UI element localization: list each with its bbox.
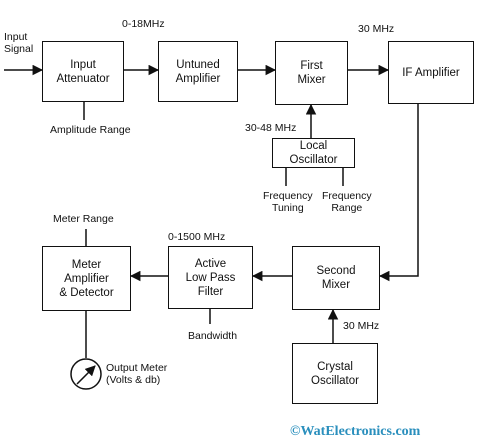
frequency-tuning-label: Frequency Tuning	[263, 190, 313, 214]
low-pass-filter-block: Active Low Pass Filter	[168, 246, 253, 309]
if-amplifier-label: IF Amplifier	[402, 66, 460, 79]
first-mixer-block: First Mixer	[275, 41, 348, 105]
output-meter-needle	[76, 365, 96, 385]
freq-30-48-label: 30-48 MHz	[245, 122, 297, 134]
local-oscillator-block: Local Oscillator	[272, 138, 355, 168]
freq-30-label: 30 MHz	[358, 23, 395, 35]
second-mixer-label: Second Mixer	[316, 265, 356, 291]
input-attenuator-label: Input Attenuator	[56, 58, 110, 85]
crystal-oscillator-label: Crystal Oscillator	[311, 360, 359, 387]
untuned-amplifier-label: Untuned Amplifier	[175, 58, 221, 85]
freq-0-18-label: 0-18MHz	[122, 18, 165, 30]
untuned-amplifier-block: Untuned Amplifier	[158, 41, 238, 102]
second-mixer-block: Second Mixer	[292, 246, 380, 310]
if-amplifier-block: IF Amplifier	[388, 41, 474, 104]
low-pass-filter-label: Active Low Pass Filter	[185, 257, 236, 298]
crystal-oscillator-block: Crystal Oscillator	[292, 343, 378, 404]
local-oscillator-label: Local Oscillator	[289, 140, 338, 166]
input-attenuator-block: Input Attenuator	[42, 41, 124, 102]
meter-amplifier-label: Meter Amplifier & Detector	[59, 258, 114, 299]
amplitude-range-label: Amplitude Range	[50, 124, 131, 136]
bandwidth-label: Bandwidth	[188, 330, 238, 342]
output-meter-icon	[70, 358, 102, 390]
first-mixer-label: First Mixer	[297, 60, 326, 86]
watermark: ©WatElectronics.com	[290, 424, 421, 439]
input-signal-label: Input Signal	[4, 31, 34, 55]
freq-30-crystal-label: 30 MHz	[343, 320, 380, 332]
meter-range-label: Meter Range	[53, 213, 114, 225]
if-to-second-mixer-arrow	[378, 104, 419, 282]
meter-amplifier-block: Meter Amplifier & Detector	[42, 246, 131, 311]
frequency-range-label: Frequency Range	[322, 190, 372, 214]
output-meter-label: Output Meter (Volts & db)	[106, 362, 168, 386]
freq-0-1500-label: 0-1500 MHz	[168, 231, 226, 243]
